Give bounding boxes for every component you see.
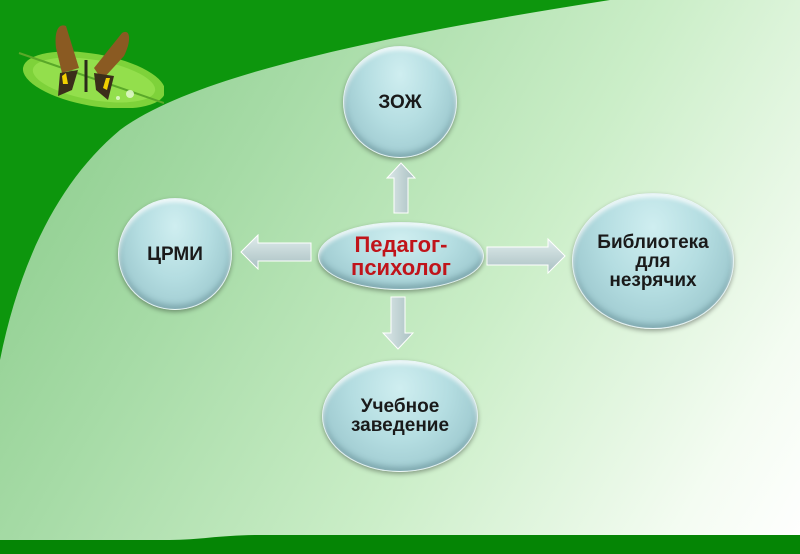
arrow-left-icon (240, 234, 312, 270)
node-school-label-line1: Учебное (360, 396, 440, 417)
center-label-line2: психолог (351, 255, 451, 280)
node-library-label-line1: Библиотека (597, 231, 709, 253)
node-library-label-line2: для (635, 250, 671, 272)
node-library-label-line3: незрячих (609, 269, 697, 291)
node-library: Библиотека для незрячих (572, 193, 734, 329)
node-zozh-label: ЗОЖ (378, 91, 422, 113)
node-school: Учебное заведение (322, 360, 478, 472)
node-center-psychologist: Педагог- психолог (318, 222, 484, 290)
bottom-green-band (0, 535, 800, 554)
arrow-right-icon (486, 238, 566, 274)
node-crmi: ЦРМИ (118, 198, 232, 310)
arrow-up-icon (386, 162, 416, 214)
center-label-line1: Педагог- (354, 232, 448, 257)
arrow-down-icon (382, 296, 414, 350)
node-crmi-label: ЦРМИ (147, 243, 203, 265)
node-zozh: ЗОЖ (343, 46, 457, 158)
butterfly-leaf-icon (18, 25, 164, 108)
node-school-label-line2: заведение (350, 415, 450, 436)
